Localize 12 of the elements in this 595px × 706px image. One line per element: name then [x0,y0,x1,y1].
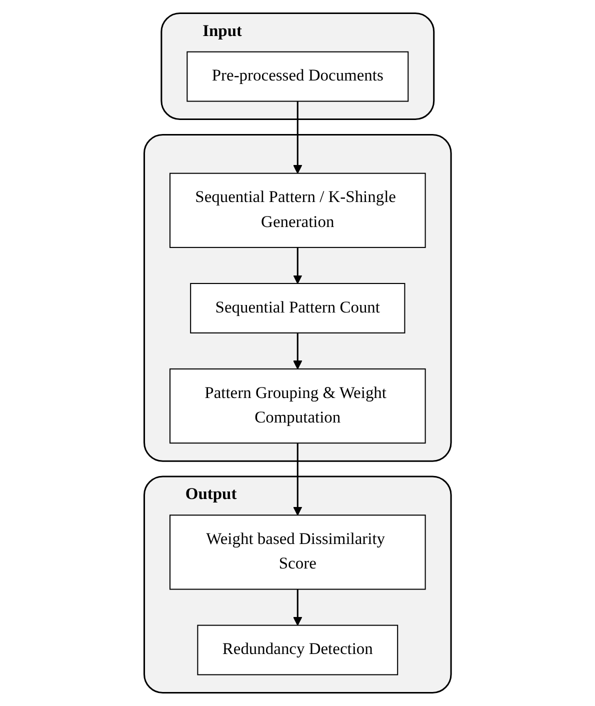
arrow [292,443,302,516]
node-box: Redundancy Detection [197,624,398,676]
arrow [292,589,302,626]
cluster [143,134,452,462]
node-box: Pattern Grouping & Weight Computation [169,368,426,444]
node-box: Sequential Pattern Count [190,283,406,334]
node-box: Pre-processed Documents [186,51,408,102]
node-box: Sequential Pattern / K-Shingle Generation [169,172,426,248]
arrow [292,332,302,370]
arrow [292,101,302,174]
arrow [292,247,302,284]
node-box: Weight based Dissimilarity Score [169,514,426,590]
